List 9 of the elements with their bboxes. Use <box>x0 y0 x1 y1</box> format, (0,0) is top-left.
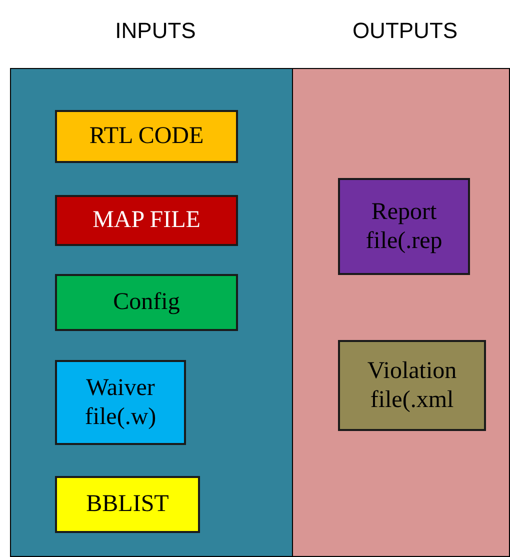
file-box: Report file(.rep <box>338 178 470 275</box>
file-box: Waiver file(.w) <box>55 360 186 445</box>
file-box: MAP FILE <box>55 195 238 246</box>
panel-heading: INPUTS <box>115 17 196 45</box>
file-box: Config <box>55 274 238 331</box>
panel-heading: OUTPUTS <box>352 17 458 45</box>
file-box: BBLIST <box>55 476 200 533</box>
file-box: Violation file(.xml <box>338 340 486 431</box>
file-box: RTL CODE <box>55 110 238 163</box>
